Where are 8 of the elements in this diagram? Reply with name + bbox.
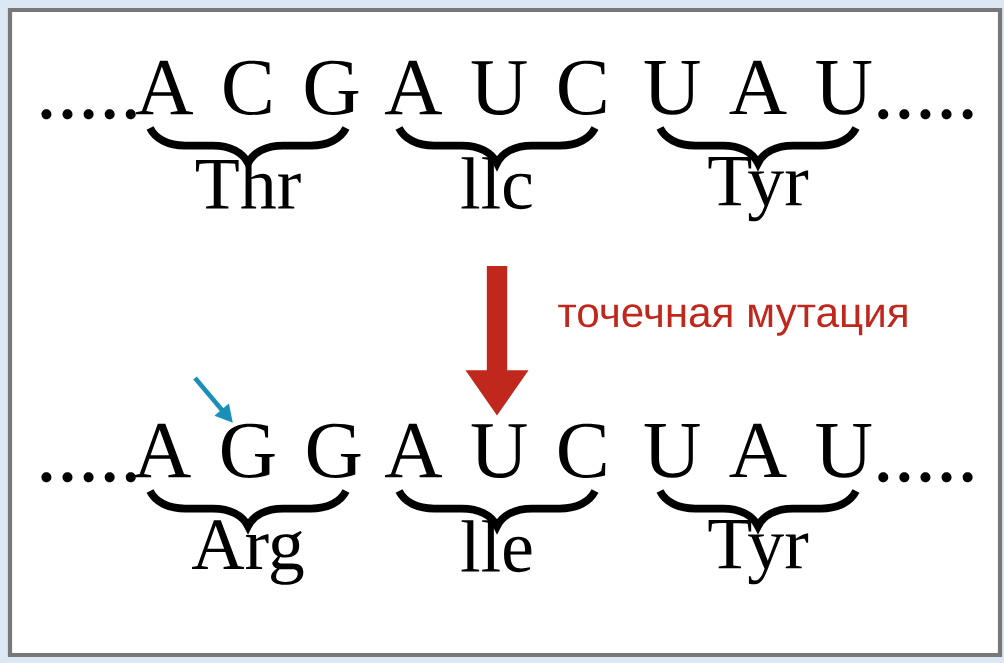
codon-group: U A U Tyr <box>644 60 872 222</box>
edge-label: точечная мутация <box>558 304 907 336</box>
dots: ..... <box>878 472 973 483</box>
dots: ..... <box>41 472 136 483</box>
codon-group: U A U Tyr <box>644 423 872 585</box>
codon-group: A U C lle <box>384 423 606 573</box>
dots: ..... <box>41 109 136 120</box>
codon-group: A U C llc <box>384 60 606 210</box>
